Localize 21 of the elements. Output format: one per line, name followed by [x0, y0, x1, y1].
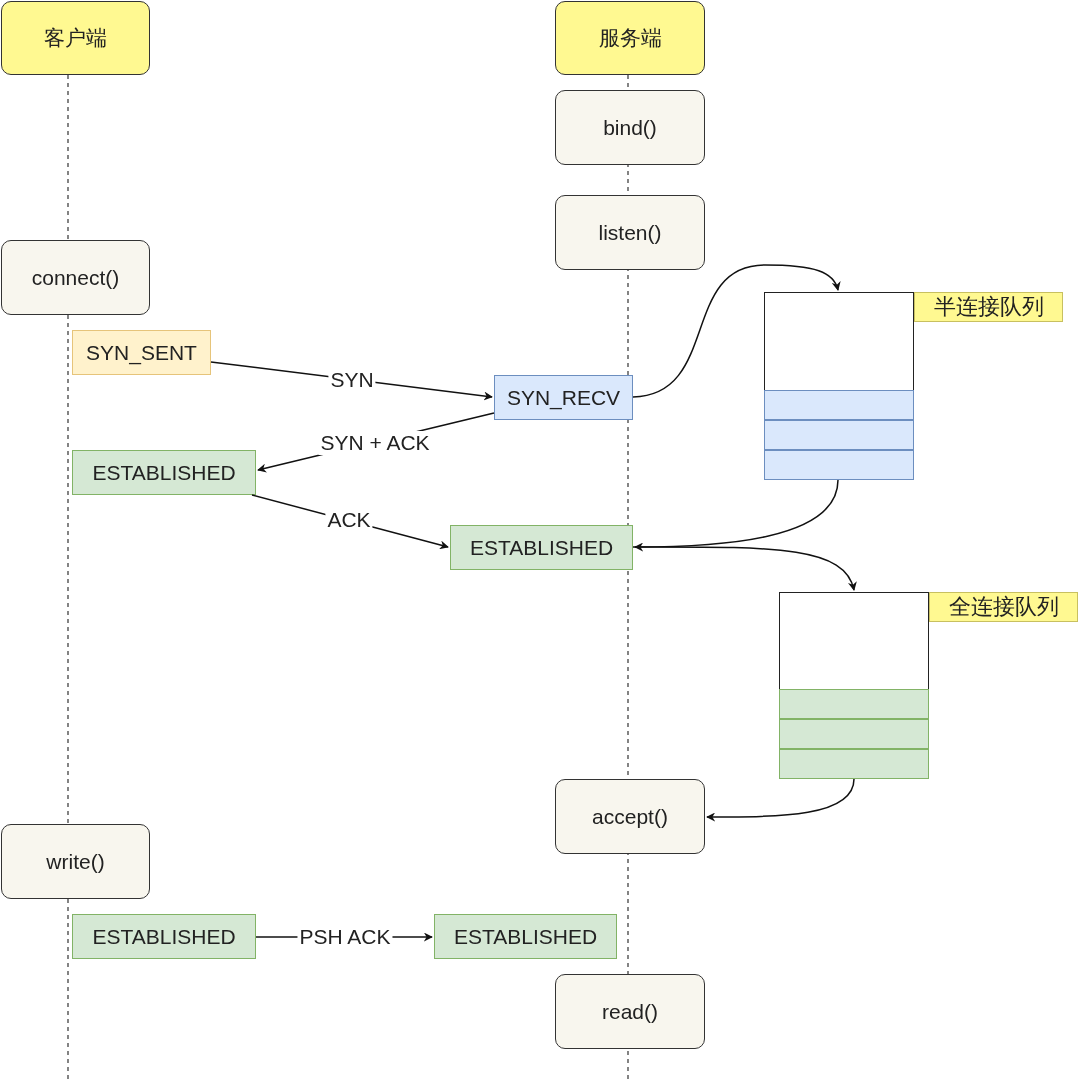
arrow — [632, 546, 856, 591]
function-box: listen() — [555, 195, 705, 270]
queue-label: 全连接队列 — [929, 592, 1078, 622]
state-box: SYN_SENT — [72, 330, 211, 375]
state-box: SYN_RECV — [494, 375, 633, 420]
participant-box: 服务端 — [555, 1, 705, 75]
participant-box: 客户端 — [1, 1, 150, 75]
state-box: ESTABLISHED — [434, 914, 617, 959]
state-box: ESTABLISHED — [450, 525, 633, 570]
state-box: ESTABLISHED — [72, 914, 256, 959]
arrow — [634, 479, 839, 552]
function-box: bind() — [555, 90, 705, 165]
function-box: accept() — [555, 779, 705, 854]
edge-label: SYN + ACK — [318, 431, 432, 455]
arrow — [632, 264, 840, 398]
arrow — [706, 778, 855, 822]
function-box: connect() — [1, 240, 150, 315]
function-box: read() — [555, 974, 705, 1049]
function-box: write() — [1, 824, 150, 899]
queue-label: 半连接队列 — [914, 292, 1063, 322]
state-box: ESTABLISHED — [72, 450, 256, 495]
